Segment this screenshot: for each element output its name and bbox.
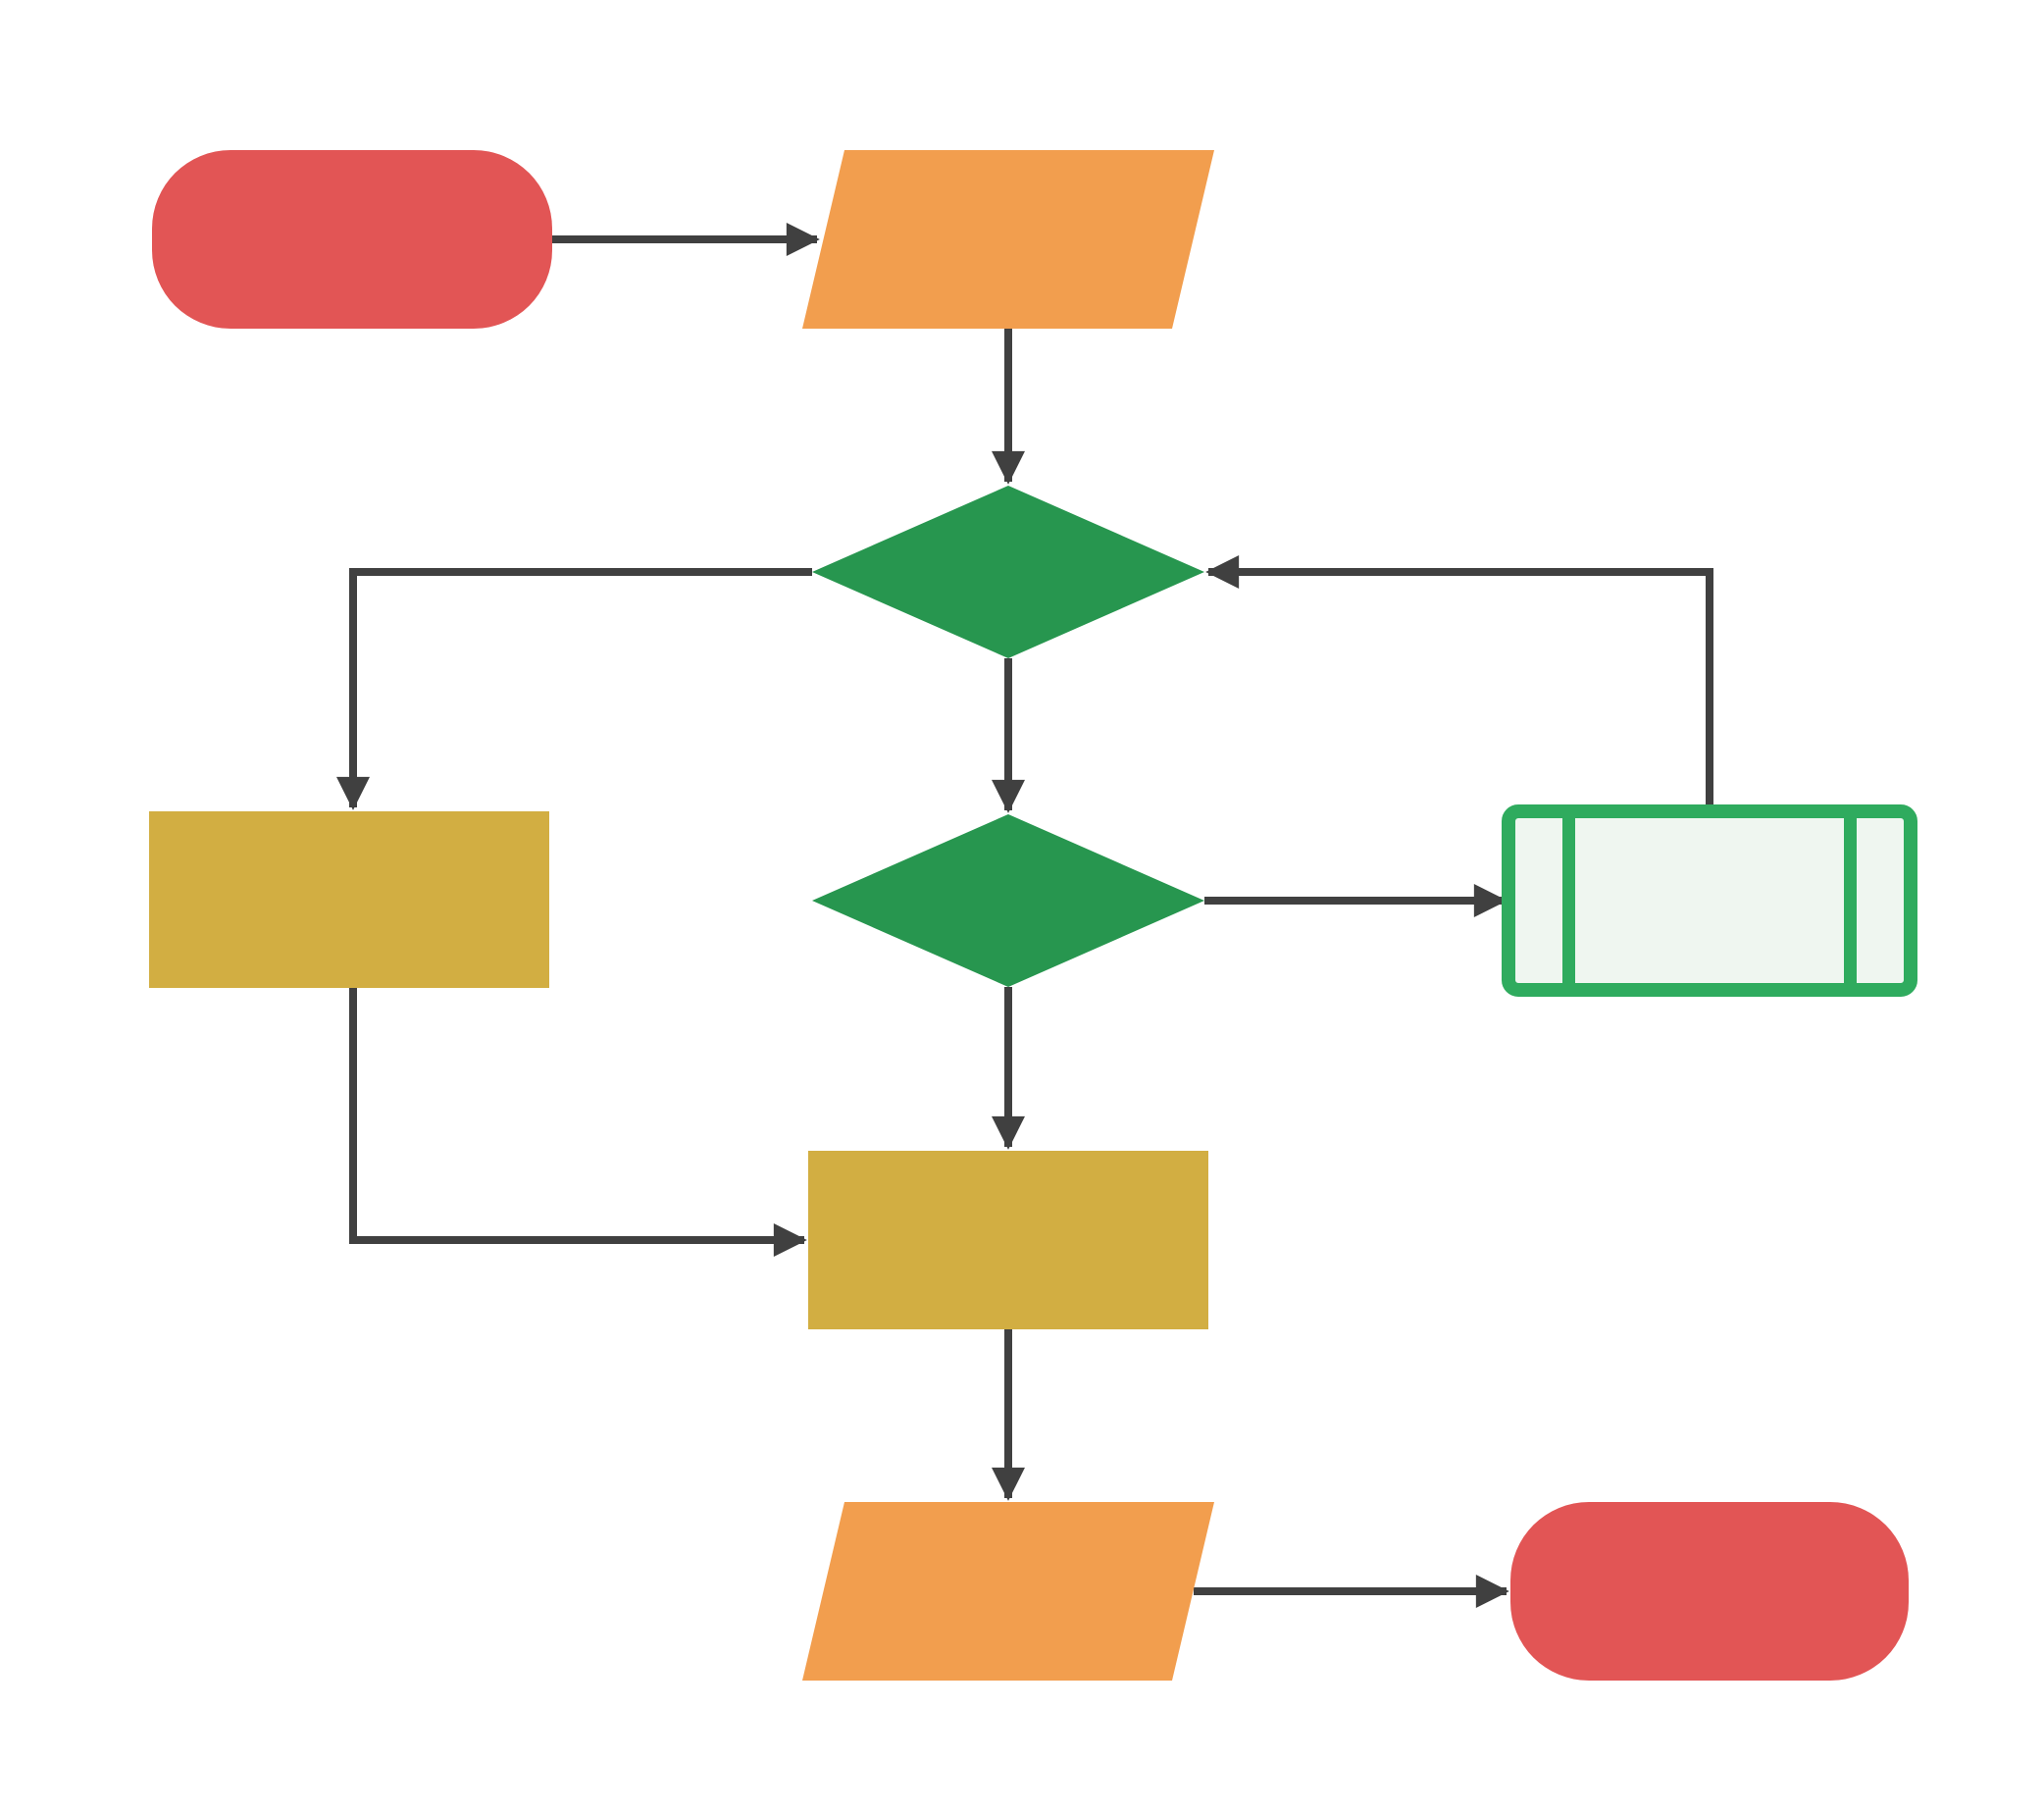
process-middle-node	[808, 1151, 1208, 1329]
edge-predefined-process-to-decision-1	[1205, 555, 1713, 811]
decision-2-node	[812, 814, 1204, 987]
start-terminator-node	[152, 150, 552, 329]
input-output-top-node	[802, 150, 1214, 329]
process-left-node	[149, 811, 549, 988]
edge-decision-1-to-process-left	[336, 568, 812, 810]
input-output-bottom-node	[802, 1502, 1214, 1681]
edge-process-left-to-process-middle	[349, 988, 807, 1257]
predefined-process-node	[1502, 804, 1917, 997]
end-terminator-node	[1510, 1502, 1909, 1681]
decision-1-node	[812, 486, 1204, 658]
